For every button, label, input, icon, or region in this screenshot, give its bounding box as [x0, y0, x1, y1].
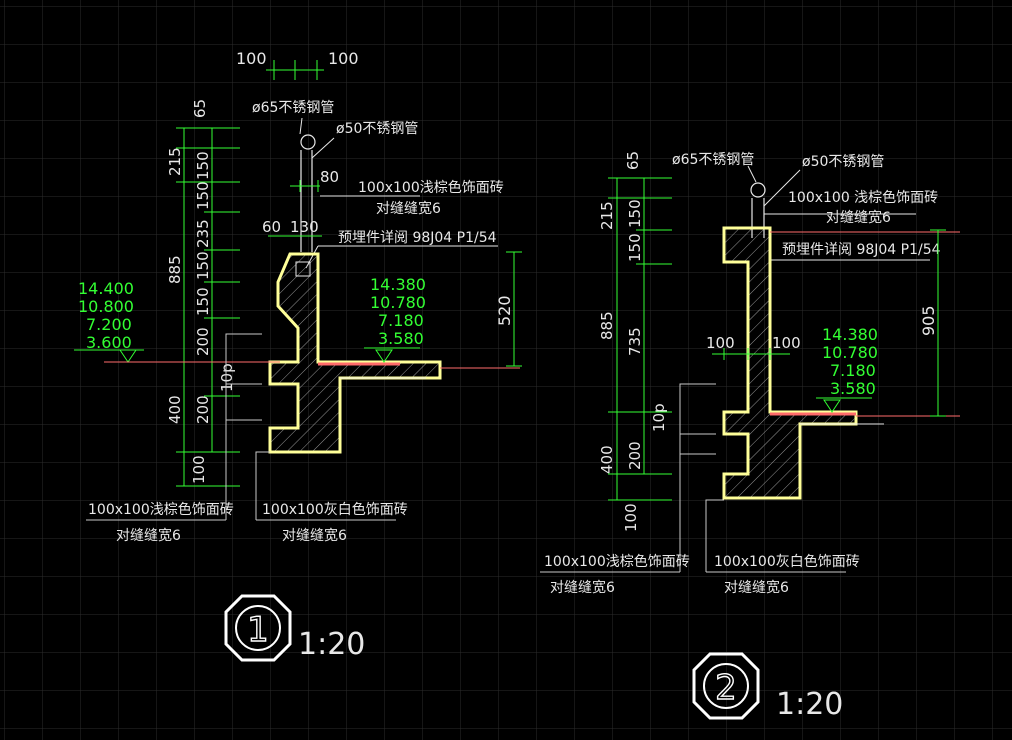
- d2-dim-65: 65: [624, 151, 642, 170]
- d1-pipe65-label: ø65不锈钢管: [252, 100, 334, 116]
- d1-level-left-symbol: [74, 349, 280, 363]
- d1-level-right-1: 14.380: [370, 275, 426, 294]
- d1-dim-150d: 150: [194, 287, 212, 316]
- d1-joint-label: 对缝缝宽6: [376, 200, 441, 217]
- d2-bottom-grey-label: 100x100灰白色饰面砖: [714, 553, 860, 570]
- d2-dim-100-right: 100: [772, 334, 801, 352]
- d2-bottom-leaders: [540, 383, 846, 573]
- d2-vertical-dims: [608, 177, 672, 501]
- d2-dim-215: 215: [598, 201, 616, 230]
- d2-detail-badge: 2: [692, 652, 760, 720]
- d2-level-1: 14.380: [822, 325, 878, 344]
- d1-dim-80: 80: [320, 168, 339, 186]
- d1-bottom-brown-joint: 对缝缝宽6: [116, 527, 181, 544]
- d1-bottom-grey-joint: 对缝缝宽6: [282, 527, 347, 544]
- d2-bottom-brown-label: 100x100浅棕色饰面砖: [544, 553, 690, 570]
- d2-dim-400: 400: [598, 445, 616, 474]
- d2-dim-150b: 150: [626, 233, 644, 262]
- d1-level-left-1: 14.400: [78, 279, 134, 298]
- d1-top-dim-left: 100: [236, 49, 267, 68]
- d1-pipe50-label: ø50不锈钢管: [336, 121, 418, 137]
- d1-pipe65-leader: [299, 117, 303, 135]
- d1-level-left-4: 3.600: [86, 333, 132, 352]
- d1-dim-150b: 150: [194, 181, 212, 210]
- d2-bottom-brown-joint: 对缝缝宽6: [550, 579, 615, 596]
- d1-top-dimension: [266, 60, 324, 80]
- d2-level-3: 7.180: [830, 361, 876, 380]
- d2-dim-150a: 150: [626, 199, 644, 228]
- d1-dim-885: 885: [166, 255, 184, 284]
- d1-parapet-section: [268, 252, 442, 454]
- d2-horizontal-dims: [712, 348, 790, 360]
- d2-dim-905: 905: [919, 305, 938, 336]
- d1-dim-100: 100: [190, 455, 208, 484]
- d2-joint-label: 对缝缝宽6: [826, 209, 891, 226]
- d2-parapet-section: [722, 226, 858, 500]
- detail-2: ø65不锈钢管 ø50不锈钢管 100x100 浅棕色饰面砖 对缝缝宽6 预埋件…: [540, 151, 960, 722]
- d1-top-dim-right: 100: [328, 49, 359, 68]
- d1-dim-400: 400: [166, 395, 184, 424]
- d2-pipe50-leader: [763, 169, 801, 207]
- d2-dim-885: 885: [598, 311, 616, 340]
- d2-level-4: 3.580: [830, 379, 876, 398]
- d1-small-dims: [268, 180, 322, 237]
- d2-pipe65-leader: [747, 165, 757, 183]
- d1-dim-200b: 200: [194, 395, 212, 424]
- d2-dim-100: 100: [622, 503, 640, 532]
- d1-dim-150a: 150: [194, 151, 212, 180]
- d1-level-right-symbol: [364, 347, 520, 369]
- d1-dim-60: 60: [262, 218, 281, 236]
- d1-embed-plate: [295, 261, 311, 277]
- d1-dim-130: 130: [290, 218, 319, 236]
- d1-dim-200a: 200: [194, 327, 212, 356]
- d1-bottom-leaders: [86, 333, 396, 521]
- d2-dim-200: 200: [626, 441, 644, 470]
- d1-level-right-2: 10.780: [370, 293, 426, 312]
- d2-level-symbol: [816, 397, 872, 413]
- d1-tile-brown-label: 100x100浅棕色饰面砖: [358, 179, 504, 196]
- d1-level-left-3: 7.200: [86, 315, 132, 334]
- d2-level-2: 10.780: [822, 343, 878, 362]
- d1-level-left-2: 10.800: [78, 297, 134, 316]
- d1-badge-number: 1: [247, 610, 269, 650]
- d1-steel-pipe: [300, 134, 316, 252]
- d1-dim-150c: 150: [194, 251, 212, 280]
- d2-dim-905-line: [930, 229, 946, 417]
- d1-level-right-4: 3.580: [378, 329, 424, 348]
- d1-bottom-grey-label: 100x100灰白色饰面砖: [262, 501, 408, 518]
- d1-dim-520: 520: [495, 295, 514, 326]
- d2-bottom-grey-joint: 对缝缝宽6: [724, 579, 789, 596]
- d1-embed-label: 预埋件详阅 98J04 P1/54: [338, 230, 497, 246]
- d1-pipe50-leader: [311, 137, 335, 159]
- d1-dim-215: 215: [166, 147, 184, 176]
- d1-dim-65: 65: [191, 99, 209, 118]
- detail-1: 100 100 ø65不锈钢管 ø50不锈钢管 80 60 130 100x10…: [74, 49, 522, 662]
- d1-scale: 1:20: [298, 627, 365, 662]
- d2-badge-number: 2: [715, 668, 737, 708]
- d2-pipe65-label: ø65不锈钢管: [672, 152, 754, 168]
- d2-embed-label: 预埋件详阅 98J04 P1/54: [782, 242, 941, 258]
- d1-level-right-3: 7.180: [378, 311, 424, 330]
- d1-dim-10p: 10p: [218, 363, 236, 392]
- d2-pipe50-label: ø50不锈钢管: [802, 154, 884, 170]
- d1-dim-520-line: [506, 251, 522, 367]
- d1-dim-235: 235: [194, 219, 212, 248]
- d2-dim-100-left: 100: [706, 334, 735, 352]
- d1-detail-badge: 1: [224, 594, 292, 662]
- d2-tile-brown-label: 100x100 浅棕色饰面砖: [788, 189, 938, 206]
- d2-scale: 1:20: [776, 687, 843, 722]
- d2-dim-10p: 10p: [650, 403, 668, 432]
- d2-dim-735: 735: [626, 327, 644, 356]
- d1-bottom-brown-label: 100x100浅棕色饰面砖: [88, 501, 234, 518]
